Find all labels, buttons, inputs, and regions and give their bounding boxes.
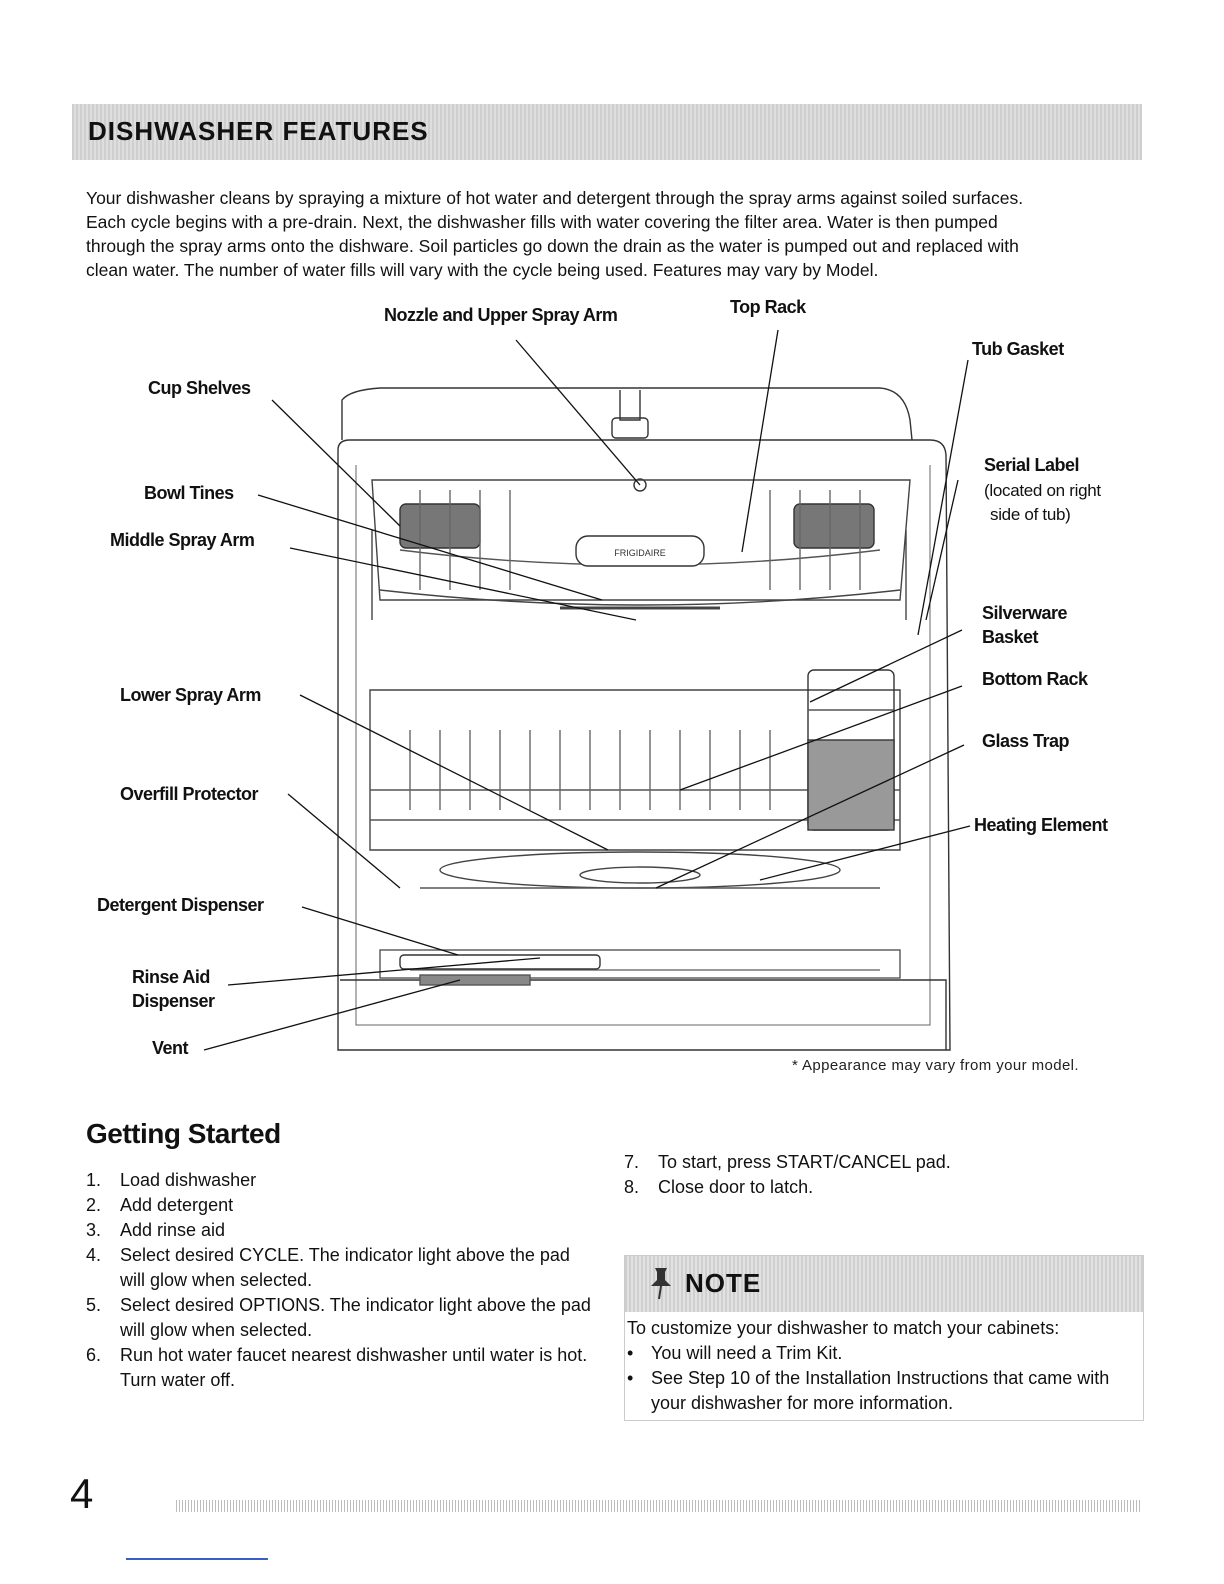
bullet-icon: • [627, 1343, 634, 1363]
list-item: 5. Select desired OPTIONS. The indicator … [86, 1293, 596, 1343]
step-number: 4. [86, 1245, 102, 1265]
step-number: 8. [624, 1177, 640, 1197]
label-glass-trap: Glass Trap [982, 731, 1070, 751]
label-serial-note-1: (located on right [984, 481, 1101, 500]
label-lower-spray-arm: Lower Spray Arm [120, 685, 261, 705]
label-vent: Vent [152, 1038, 189, 1058]
step-text: Run hot water faucet nearest dishwasher … [120, 1345, 588, 1390]
label-serial-note-2: side of tub) [990, 505, 1071, 524]
intro-paragraph: Your dishwasher cleans by spraying a mix… [86, 186, 1146, 282]
bullet-text: See Step 10 of the Installation Instruct… [651, 1368, 1110, 1413]
intro-line: through the spray arms onto the dishware… [86, 236, 1019, 256]
label-detergent-dispenser: Detergent Dispenser [97, 895, 264, 915]
note-title: NOTE [685, 1268, 762, 1298]
dishwasher-illustration: FRIGIDAIRE [203, 329, 971, 1051]
step-number: 5. [86, 1295, 102, 1315]
step-number: 3. [86, 1220, 102, 1240]
step-number: 1. [86, 1170, 102, 1190]
intro-line: Your dishwasher cleans by spraying a mix… [86, 188, 1024, 208]
label-middle-spray-arm: Middle Spray Arm [110, 530, 255, 550]
step-text: Add rinse aid [120, 1220, 226, 1240]
note-header: NOTE [625, 1256, 1143, 1312]
footer-underline [126, 1558, 268, 1560]
intro-line: clean water. The number of water fills w… [86, 260, 879, 280]
getting-started-heading: Getting Started [86, 1118, 281, 1149]
step-number: 7. [624, 1152, 640, 1172]
list-item: 8. Close door to latch. [624, 1175, 1124, 1200]
label-cup-shelves: Cup Shelves [148, 378, 251, 398]
bullet-text: You will need a Trim Kit. [651, 1343, 843, 1363]
page-number: 4 [70, 1470, 94, 1517]
step-text: Select desired CYCLE. The indicator ligh… [120, 1245, 570, 1290]
list-item: 2. Add detergent [86, 1193, 596, 1218]
label-rinse-aid-2: Dispenser [132, 991, 215, 1011]
label-serial-label: Serial Label [984, 455, 1080, 475]
label-overfill-protector: Overfill Protector [120, 784, 259, 804]
label-bottom-rack: Bottom Rack [982, 669, 1088, 689]
intro-line: Each cycle begins with a pre-drain. Next… [86, 212, 998, 232]
step-text: Close door to latch. [658, 1177, 814, 1197]
step-number: 6. [86, 1345, 102, 1365]
badge-text: FRIGIDAIRE [614, 548, 666, 558]
label-rinse-aid-1: Rinse Aid [132, 967, 210, 987]
step-text: Add detergent [120, 1195, 234, 1215]
label-heating-element: Heating Element [974, 815, 1108, 835]
list-item: 1. Load dishwasher [86, 1168, 596, 1193]
label-silverware-basket-2: Basket [982, 627, 1039, 647]
steps-left-list: 1. Load dishwasher 2. Add detergent 3. Add … [86, 1168, 596, 1393]
note-body: To customize your dishwasher to match yo… [627, 1316, 1139, 1416]
list-item: • You will need a Trim Kit. [627, 1341, 1139, 1366]
note-intro: To customize your dishwasher to match yo… [627, 1318, 1060, 1338]
label-nozzle-upper-spray-arm: Nozzle and Upper Spray Arm [384, 305, 618, 325]
step-text: To start, press START/CANCEL pad. [658, 1152, 951, 1172]
section-banner: DISHWASHER FEATURES [72, 104, 1142, 160]
label-tub-gasket: Tub Gasket [972, 339, 1064, 359]
note-box: NOTE To customize your dishwasher to mat… [624, 1255, 1144, 1421]
list-item: 4. Select desired CYCLE. The indicator li… [86, 1243, 596, 1293]
footer-strip [176, 1500, 1142, 1512]
list-item: 3. Add rinse aid [86, 1218, 596, 1243]
list-item: 6. Run hot water faucet nearest dishwashe… [86, 1343, 596, 1393]
label-top-rack: Top Rack [730, 297, 806, 317]
step-number: 2. [86, 1195, 102, 1215]
pushpin-icon [651, 1268, 671, 1300]
appearance-note: * Appearance may vary from your model. [792, 1057, 1079, 1074]
section-title: DISHWASHER FEATURES [88, 116, 429, 146]
step-text: Select desired OPTIONS. The indicator li… [120, 1295, 591, 1340]
list-item: • See Step 10 of the Installation Instruc… [627, 1366, 1139, 1416]
step-text: Load dishwasher [120, 1170, 257, 1190]
label-silverware-basket-1: Silverware [982, 603, 1068, 623]
label-bowl-tines: Bowl Tines [144, 483, 234, 503]
dishwasher-diagram: FRIGIDAIRE [0, 290, 1224, 1090]
steps-right-list: 7. To start, press START/CANCEL pad. 8. Cl… [624, 1150, 1124, 1200]
bullet-icon: • [627, 1368, 634, 1388]
list-item: 7. To start, press START/CANCEL pad. [624, 1150, 1124, 1175]
